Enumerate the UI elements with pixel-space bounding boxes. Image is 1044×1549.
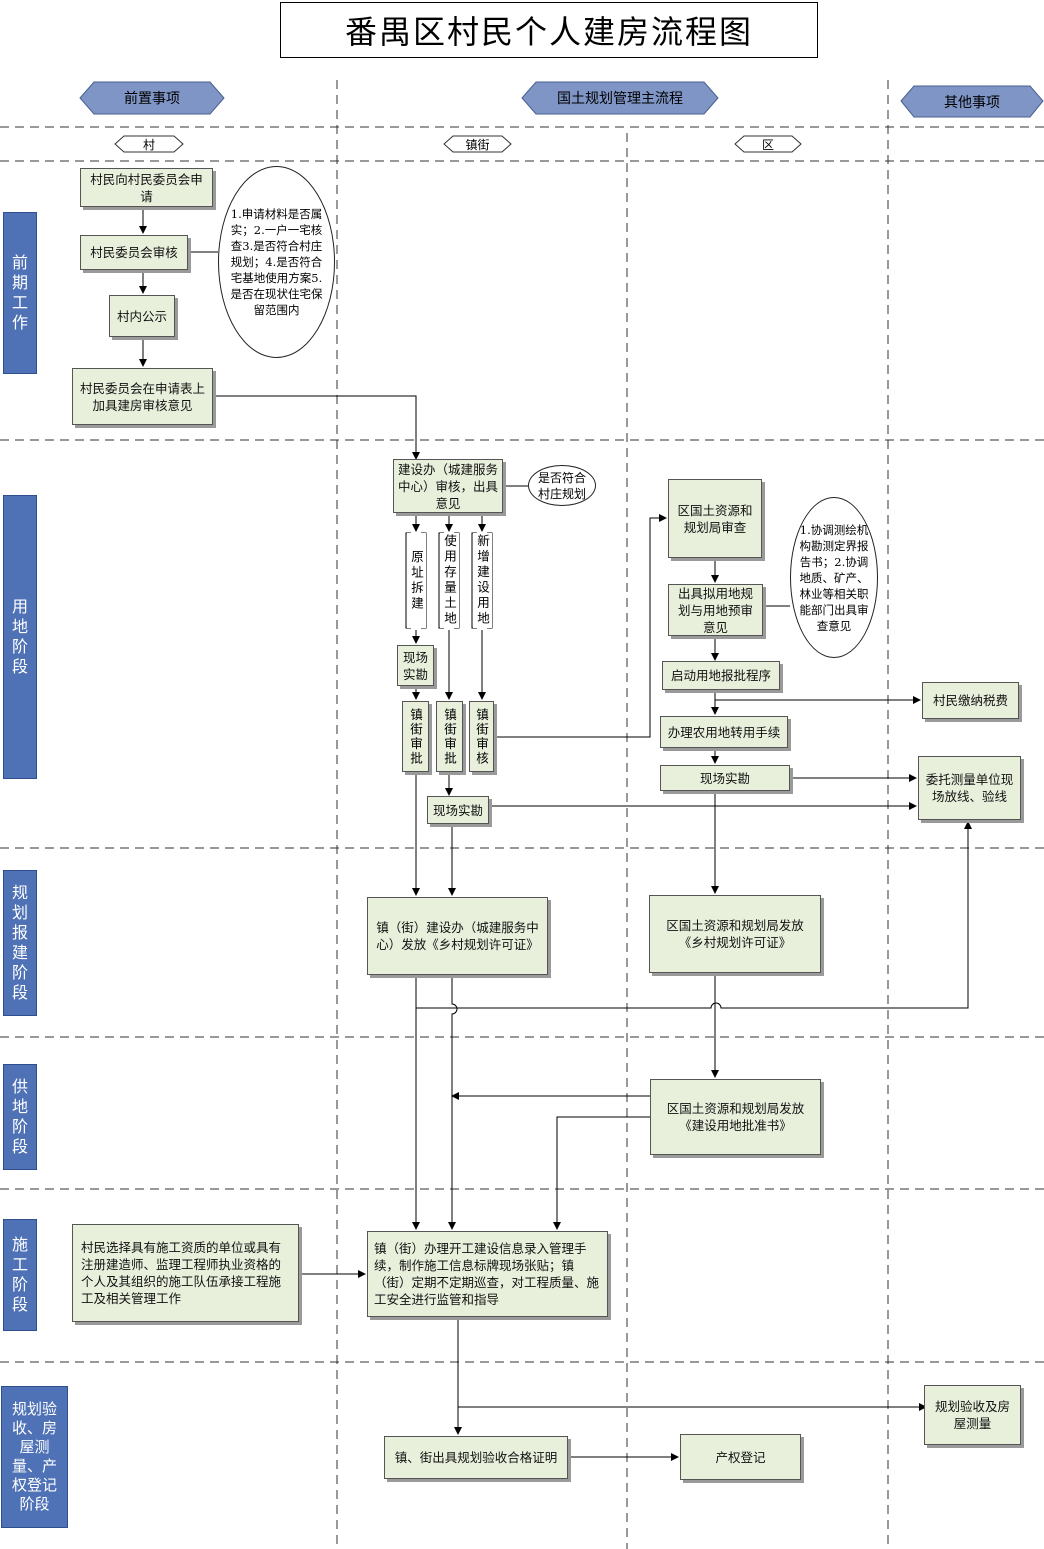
- town-check-box: 镇街审核: [469, 701, 494, 772]
- phase-acceptance: 规划验收、房屋测量、产权登记阶段: [1, 1386, 68, 1528]
- village-opinion-box: 村民委员会在申请表上加具建房审核意见: [72, 368, 213, 425]
- district-permit-box: 区国土资源和规划局发放《乡村规划许可证》: [649, 895, 821, 973]
- village-review-box: 村民委员会审核: [80, 235, 188, 270]
- town-permit-box: 镇（街）建设办（城建服务中心）发放《乡村规划许可证》: [367, 897, 548, 975]
- district-label: 区: [761, 137, 774, 152]
- town-site-survey-box-1: 现场实勘: [397, 645, 434, 686]
- phase-land-supply: 供地阶段: [3, 1064, 37, 1170]
- phase-construction: 施工阶段: [3, 1219, 37, 1331]
- acceptance-cert-box: 镇、街出具规划验收合格证明: [384, 1436, 568, 1479]
- farmland-conversion-box: 办理农用地转用手续: [660, 716, 788, 748]
- pay-tax-box: 村民缴纳税费: [922, 682, 1019, 719]
- contractor-selection-box: 村民选择具有施工资质的单位或具有注册建造师、监理工程师执业资格的个人及其组织的施…: [72, 1224, 299, 1322]
- original-site-option: 原址拆建: [407, 533, 426, 628]
- acceptance-measure-box: 规划验收及房屋测量: [924, 1385, 1021, 1445]
- start-approval-box: 启动用地报批程序: [662, 661, 780, 690]
- center-column-header: 国土规划管理主流程: [557, 91, 683, 107]
- village-check-note: 1.申请材料是否属实；2.一户一宅核查3.是否符合村庄规划；4.是否符合宅基地使…: [218, 166, 335, 358]
- apply-box: 村民向村民委员会申请: [80, 168, 213, 207]
- center-header-shape: [521, 81, 719, 115]
- phase-preliminary: 前期工作: [3, 212, 37, 374]
- left-column-header: 前置事项: [124, 91, 180, 107]
- new-land-option: 新增建设用地: [473, 533, 492, 628]
- district-label-shape: [734, 135, 802, 153]
- left-header-shape: [79, 81, 225, 115]
- village-label-shape: [114, 135, 184, 153]
- right-column-header: 其他事项: [944, 94, 1000, 111]
- district-coord-note: 1.协调测绘机构勘测定界报告书；2.协调地质、矿产、林业等相关职能部门出具审查意…: [790, 497, 878, 658]
- property-registration-box: 产权登记: [680, 1434, 801, 1480]
- phase-land-use: 用地阶段: [3, 495, 37, 779]
- existing-land-option: 使用存量土地: [440, 533, 459, 628]
- district-site-survey-box: 现场实勘: [660, 765, 790, 791]
- dashed-separators: [0, 80, 1044, 1549]
- page-title: 番禺区村民个人建房流程图: [280, 2, 818, 58]
- land-plan-opinion-box: 出具拟用地规划与用地预审意见: [668, 584, 763, 636]
- connectors: [139, 207, 972, 1461]
- village-publicity-box: 村内公示: [109, 295, 175, 337]
- construction-management-box: 镇（街）办理开工建设信息录入管理手续，制作施工信息标牌现场张贴；镇（街）定期不定…: [367, 1231, 608, 1317]
- entrust-survey-box: 委托测量单位现场放线、验线: [918, 756, 1021, 820]
- land-approval-box: 区国土资源和规划局发放《建设用地批准书》: [650, 1079, 821, 1155]
- town-label-shape: [443, 135, 512, 153]
- right-header-shape: [900, 85, 1044, 118]
- town-review-box: 建设办（城建服务中心）审核，出具意见: [393, 459, 503, 513]
- town-approve-box-1: 镇街审批: [402, 701, 429, 772]
- town-site-survey-box-2: 现场实勘: [427, 796, 489, 824]
- town-plan-check-note: 是否符合村庄规划: [528, 465, 596, 506]
- town-approve-box-2: 镇街审批: [436, 701, 463, 772]
- district-review-box: 区国土资源和规划局审查: [668, 479, 762, 558]
- header-hexagons: [79, 81, 1044, 153]
- phase-planning: 规划报建阶段: [3, 870, 37, 1016]
- village-label: 村: [142, 137, 155, 152]
- town-label: 镇街: [465, 137, 490, 152]
